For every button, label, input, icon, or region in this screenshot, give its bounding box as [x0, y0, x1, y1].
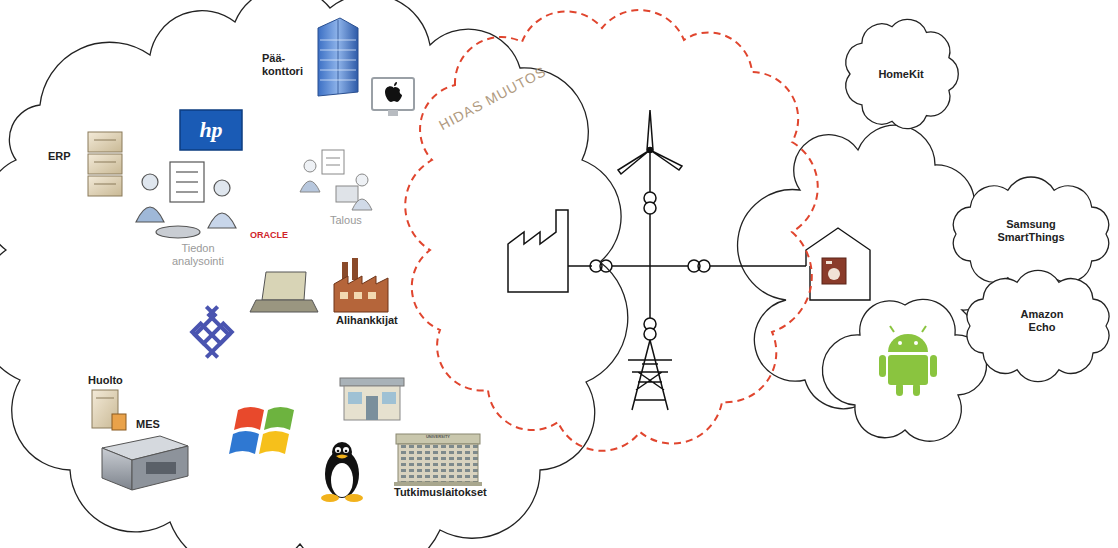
finance-people	[300, 150, 372, 210]
windows-logo	[229, 407, 294, 454]
apple-monitor	[372, 78, 414, 116]
cloud-path	[0, 0, 628, 548]
node-label: Tiedon analysointi	[163, 242, 233, 267]
erp-server	[88, 132, 122, 196]
node-label: ERP	[48, 150, 71, 163]
node-label: ORACLE	[250, 230, 288, 240]
node-label: Alihankkijat	[336, 314, 398, 327]
node-label: Tutkimuslaitokset	[394, 486, 487, 499]
house	[806, 228, 870, 300]
node-label: MES	[136, 418, 160, 431]
amazon-echo-cloud: Amazon Echo	[962, 272, 1114, 380]
mes-device	[102, 436, 188, 490]
laptop	[250, 272, 318, 312]
node-label: HomeKit	[878, 68, 923, 81]
shop-building	[340, 378, 404, 420]
cloud-path	[846, 19, 958, 128]
slow-change-cloud: HIDAS MUUTOS	[420, 20, 800, 440]
cloud-path	[405, 10, 818, 451]
node-label: Amazon Echo	[1007, 308, 1077, 333]
analysis-people	[136, 162, 236, 238]
office-building	[318, 18, 358, 96]
node-label: Samsung SmartThings	[986, 218, 1076, 243]
linux-penguin	[321, 442, 363, 502]
android-cloud	[822, 299, 986, 441]
subcontractor-factory	[334, 258, 388, 312]
node-label: Talous	[330, 214, 362, 227]
university-building	[394, 434, 482, 486]
cloud-outline	[420, 20, 800, 440]
cloud-path	[967, 270, 1109, 381]
node-label: HIDAS MUUTOS	[436, 63, 549, 133]
hp-logo	[180, 110, 242, 150]
android-logo	[879, 326, 937, 396]
university-sign: UNIVERSITY	[426, 435, 450, 439]
homekit-cloud: HomeKit	[842, 18, 960, 130]
sun-logo	[178, 298, 246, 366]
node-label: Huolto	[88, 374, 123, 387]
hp-logo-text: hp	[199, 119, 222, 141]
maintenance-server	[92, 390, 126, 430]
power-grid	[508, 110, 806, 410]
node-label: Pää- konttori	[262, 52, 306, 77]
